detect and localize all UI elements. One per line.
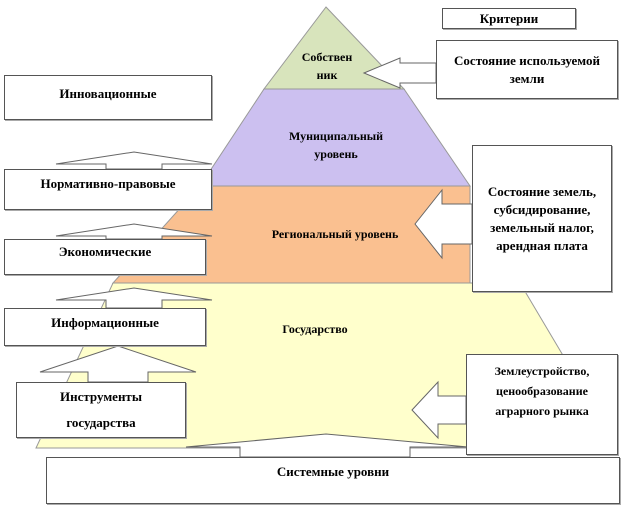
innovation-box: Инновационные xyxy=(4,75,212,120)
land-state-box: Состояние используемой земли xyxy=(436,40,618,99)
economic-box: Экономические xyxy=(4,239,206,275)
pyramid-level-owner xyxy=(262,6,406,90)
legal-box: Нормативно-правовые xyxy=(4,169,212,210)
land-regional-box: Состояние земель, субсидирование, земель… xyxy=(472,145,612,292)
up-arrow-to-innovation xyxy=(55,151,213,170)
criteria-box: Критерии xyxy=(442,8,576,29)
up-arrow-to-instruments xyxy=(185,433,469,458)
system-levels-box: Системные уровни xyxy=(46,457,620,504)
up-arrow-to-legal xyxy=(55,223,213,240)
regional-label: Региональный уровень xyxy=(271,227,399,241)
information-box: Информационные xyxy=(4,308,206,346)
up-arrow-to-economic xyxy=(55,287,213,309)
owner-label: Собствен ник xyxy=(301,50,353,82)
instruments-box: Инструменты государства xyxy=(16,382,186,438)
land-management-box: Землеустройство, ценообразование аграрно… xyxy=(466,354,618,455)
state-label: Государство xyxy=(282,322,348,336)
up-arrow-to-information xyxy=(39,345,197,383)
municipal-label: Муниципальный уровень xyxy=(288,129,384,161)
